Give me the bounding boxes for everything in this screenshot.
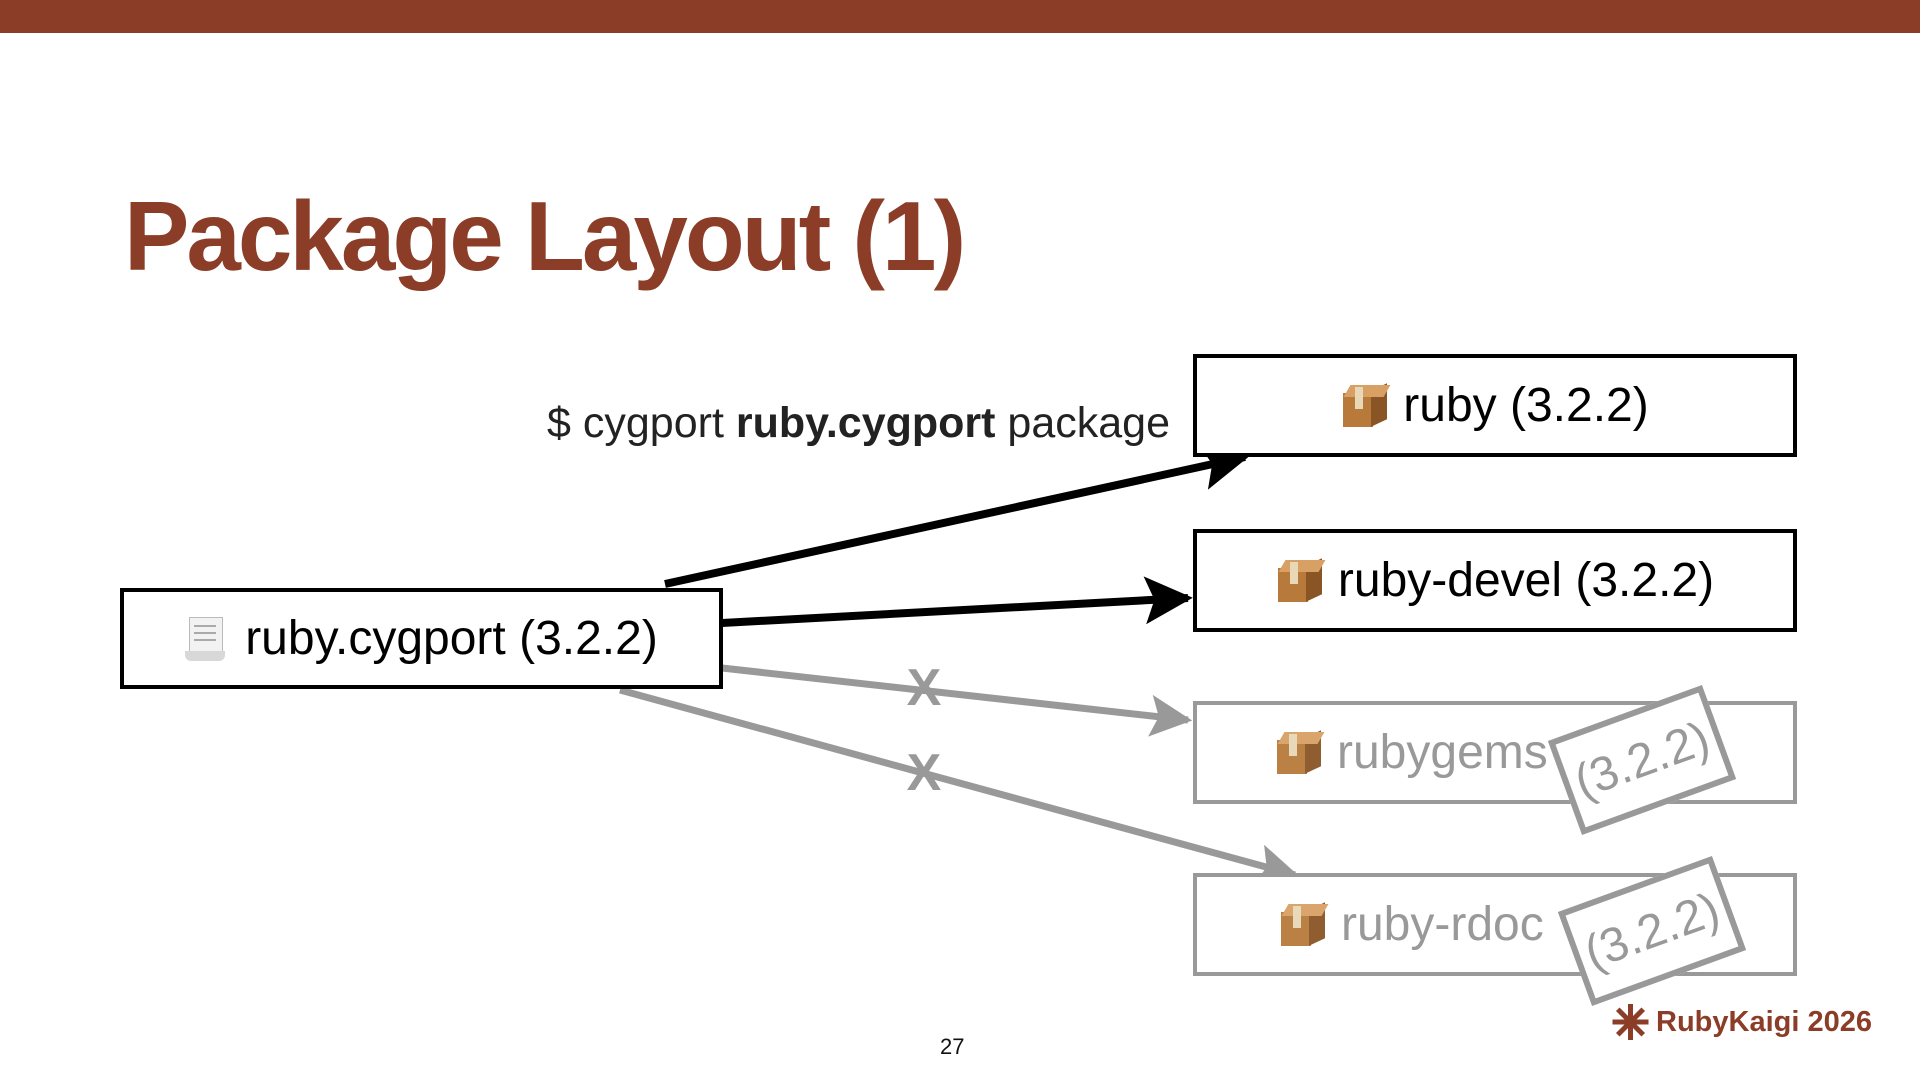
top-accent-bar bbox=[0, 0, 1920, 33]
package-icon bbox=[1279, 901, 1329, 948]
arrow-to-ruby bbox=[664, 442, 1250, 588]
package-icon bbox=[1275, 729, 1325, 776]
page-number: 27 bbox=[940, 1034, 965, 1059]
package-box-ruby-devel: ruby-devel (3.2.2) bbox=[1193, 529, 1797, 632]
scroll-icon bbox=[185, 616, 226, 661]
command-file: ruby.cygport bbox=[735, 399, 996, 447]
rubykaigi-logo: RubyKaigi 2026 bbox=[1612, 1004, 1872, 1040]
arrow-to-rubygems bbox=[721, 664, 1193, 737]
package-icon bbox=[1276, 557, 1326, 604]
package-label-ruby-devel: ruby-devel (3.2.2) bbox=[1337, 554, 1715, 607]
package-label-ruby: ruby (3.2.2) bbox=[1403, 379, 1649, 432]
cygport-command: $ cygport ruby.cygport package bbox=[547, 398, 1170, 450]
command-suffix: package bbox=[995, 399, 1170, 447]
source-label: ruby.cygport (3.2.2) bbox=[245, 612, 658, 665]
brand-text: RubyKaigi 2026 bbox=[1656, 1005, 1872, 1038]
package-label-ruby-rdoc: ruby-rdoc bbox=[1341, 898, 1544, 951]
package-icon bbox=[1341, 382, 1391, 429]
slide-title: Package Layout (1) bbox=[124, 181, 966, 291]
blocked-mark-ruby-rdoc: X bbox=[907, 744, 942, 802]
command-prefix: $ cygport bbox=[547, 399, 736, 447]
rubykaigi-mark-icon bbox=[1612, 1004, 1649, 1040]
arrow-to-ruby-rdoc bbox=[619, 686, 1300, 886]
package-label-rubygems: rubygems bbox=[1337, 726, 1548, 779]
package-box-ruby: ruby (3.2.2) bbox=[1193, 354, 1797, 457]
blocked-mark-rubygems: X bbox=[907, 659, 942, 717]
arrow-to-ruby-devel bbox=[721, 576, 1193, 627]
source-box-ruby-cygport: ruby.cygport (3.2.2) bbox=[120, 588, 723, 689]
